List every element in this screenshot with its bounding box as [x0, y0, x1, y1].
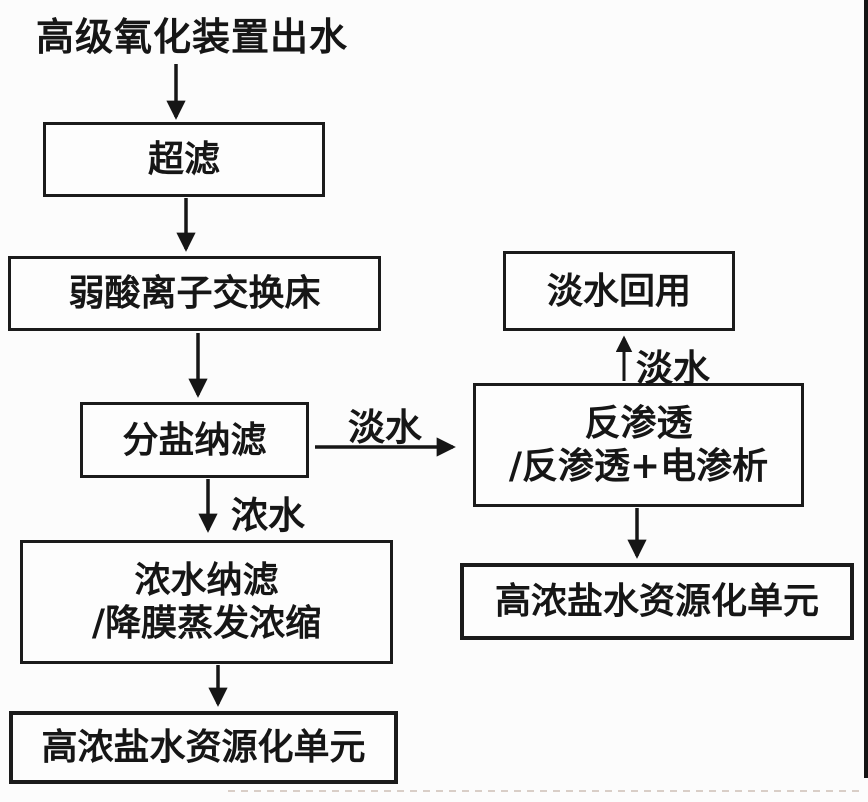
node-fresh-water-reuse: 淡水回用	[503, 251, 735, 331]
node-label-line2: /反渗透+电渗析	[508, 445, 769, 487]
node-label: 高浓盐水资源化单元	[494, 580, 819, 622]
edge-label-concentrate-down: 浓水	[231, 493, 305, 537]
node-salt-separation-nanofiltration: 分盐纳滤	[80, 402, 309, 478]
node-label-line1: 反渗透	[584, 402, 693, 444]
node-concentrate-nanofiltration-evaporation: 浓水纳滤 /降膜蒸发浓缩	[20, 540, 393, 664]
node-brine-resource-unit-right: 高浓盐水资源化单元	[460, 563, 854, 640]
node-label: 分盐纳滤	[122, 418, 267, 461]
edge-label-fresh-water-up: 淡水	[636, 346, 710, 390]
node-label: 高浓盐水资源化单元	[41, 726, 366, 768]
node-weak-acid-ion-exchange: 弱酸离子交换床	[8, 256, 381, 331]
source-water-label: 高级氧化装置出水	[36, 14, 349, 59]
node-label: 超滤	[147, 138, 220, 180]
node-ultrafiltration: 超滤	[43, 122, 325, 197]
edge-label-fresh-water-right: 淡水	[348, 405, 422, 449]
node-label: 弱酸离子交换床	[68, 272, 321, 314]
scan-artifact-right-bar	[864, 0, 868, 778]
node-label-line2: /降膜蒸发浓缩	[91, 602, 322, 644]
node-brine-resource-unit-left: 高浓盐水资源化单元	[9, 711, 398, 784]
node-reverse-osmosis-electrodialysis: 反渗透 /反渗透+电渗析	[473, 383, 804, 507]
node-label: 淡水回用	[546, 269, 691, 312]
node-label-line1: 浓水纳滤	[134, 559, 279, 601]
scan-artifact-bottom-line	[228, 790, 862, 792]
